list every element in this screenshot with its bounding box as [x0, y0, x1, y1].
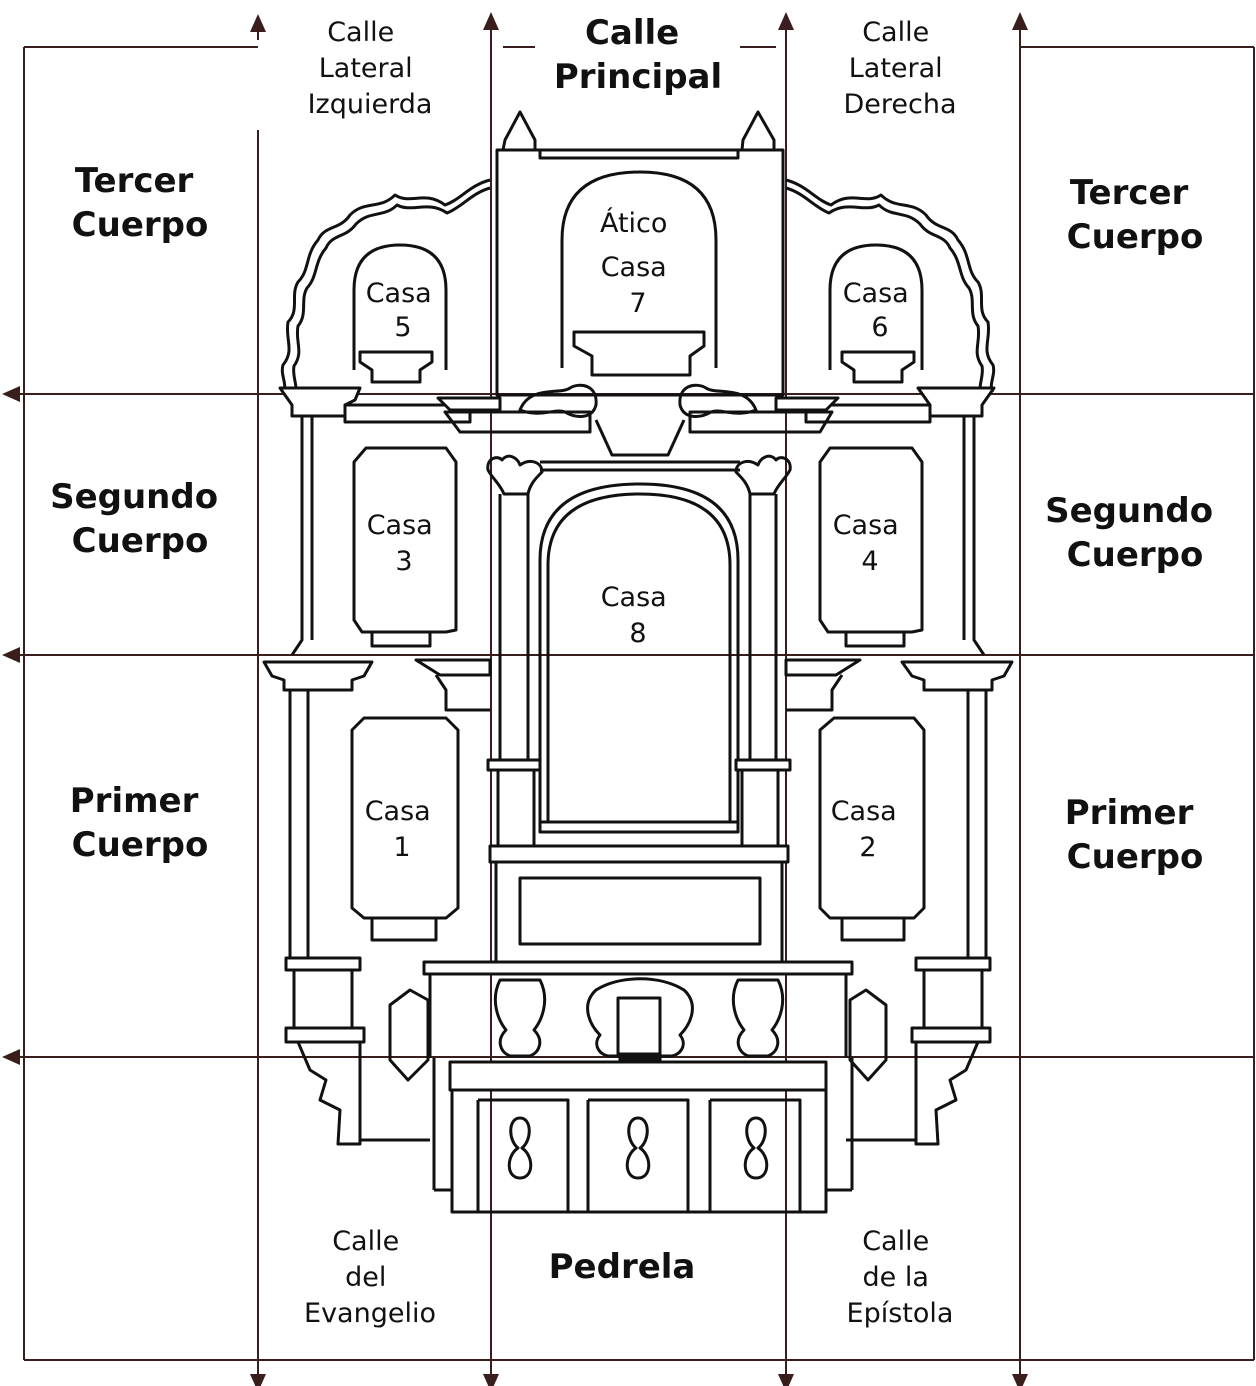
casa-3-label: Casa 3 [367, 510, 442, 577]
casa-5-label: Casa 5 [366, 278, 441, 343]
calle-evangelio-label: Calle del Evangelio [304, 1226, 436, 1329]
casa-2-label: Casa 2 [831, 796, 906, 863]
primer-cuerpo-left-label: Primer Cuerpo [70, 781, 210, 865]
segundo-cuerpo-right-label: Segundo Cuerpo [1045, 491, 1225, 575]
altarpiece-drawing [262, 110, 1014, 1214]
primer-cuerpo-right-label: Primer Cuerpo [1065, 793, 1205, 877]
calle-lateral-derecha-label: Calle Lateral Derecha [843, 17, 956, 120]
pedrela-label: Pedrela [549, 1247, 696, 1287]
casa-1-label: Casa 1 [365, 796, 440, 863]
casa-8-label: Casa 8 [601, 582, 676, 649]
tercer-cuerpo-right-label: Tercer Cuerpo [1067, 173, 1204, 257]
tercer-cuerpo-left-label: Tercer Cuerpo [72, 161, 209, 245]
calle-lateral-izquierda-label: Calle Lateral Izquierda [308, 17, 433, 120]
casa-4-label: Casa 4 [833, 510, 908, 577]
segundo-cuerpo-left-label: Segundo Cuerpo [50, 477, 230, 561]
calle-principal-label: Calle Principal [554, 13, 722, 97]
calle-epistola-label: Calle de la Epístola [847, 1226, 954, 1329]
casa-7-label: Ático Casa 7 [600, 207, 676, 319]
casa-6-label: Casa 6 [843, 278, 918, 343]
